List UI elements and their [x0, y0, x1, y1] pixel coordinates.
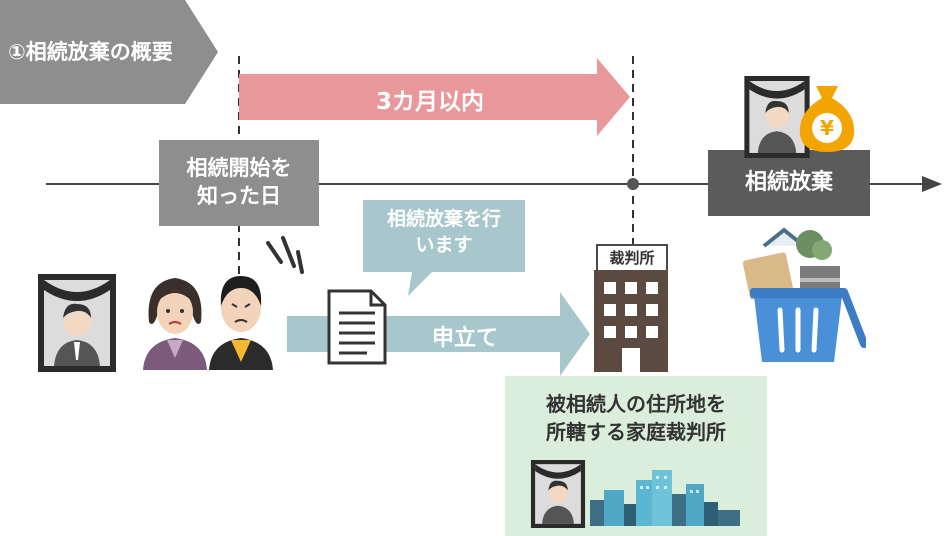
title-banner	[0, 0, 218, 104]
document-icon	[327, 289, 387, 365]
court-sign: 裁判所	[596, 244, 668, 272]
speech-line1: 相続放棄を行	[386, 208, 501, 230]
timeline-arrowhead	[922, 176, 942, 192]
court-note-line2: 所轄する家庭裁判所	[546, 420, 726, 444]
assets-icon	[742, 227, 840, 300]
application-arrow	[287, 292, 590, 376]
money-bag-icon: ¥	[799, 86, 855, 152]
speech-line2: います	[415, 234, 473, 256]
page-title: ①相続放棄の概要	[8, 40, 173, 64]
speech-bubble: 相続放棄を行 います	[363, 206, 525, 258]
start-date-box: 相続開始を 知った日	[159, 140, 319, 226]
deceased-portrait-small-icon	[530, 460, 586, 528]
deadline-dot	[627, 178, 639, 190]
period-label: 3カ月以内	[375, 89, 484, 115]
city-skyline-icon	[590, 470, 740, 526]
deceased-portrait-right-icon	[744, 76, 810, 158]
yen-sign: ¥	[820, 116, 834, 140]
worry-lines-icon	[266, 236, 304, 274]
start-date-line1: 相続開始を	[186, 156, 292, 180]
court-note-line1: 被相続人の住所地を	[546, 392, 726, 416]
trash-bin-icon	[742, 227, 866, 362]
application-label: 申立て	[431, 326, 498, 351]
court-building-icon	[594, 270, 668, 372]
renunciation-box: 相続放棄	[708, 150, 870, 216]
speech-bubble-shape	[363, 200, 525, 296]
start-date-line2: 知った日	[197, 184, 281, 208]
period-arrow	[239, 58, 630, 136]
deceased-portrait-icon	[38, 274, 116, 372]
heirs-icon	[143, 276, 273, 370]
